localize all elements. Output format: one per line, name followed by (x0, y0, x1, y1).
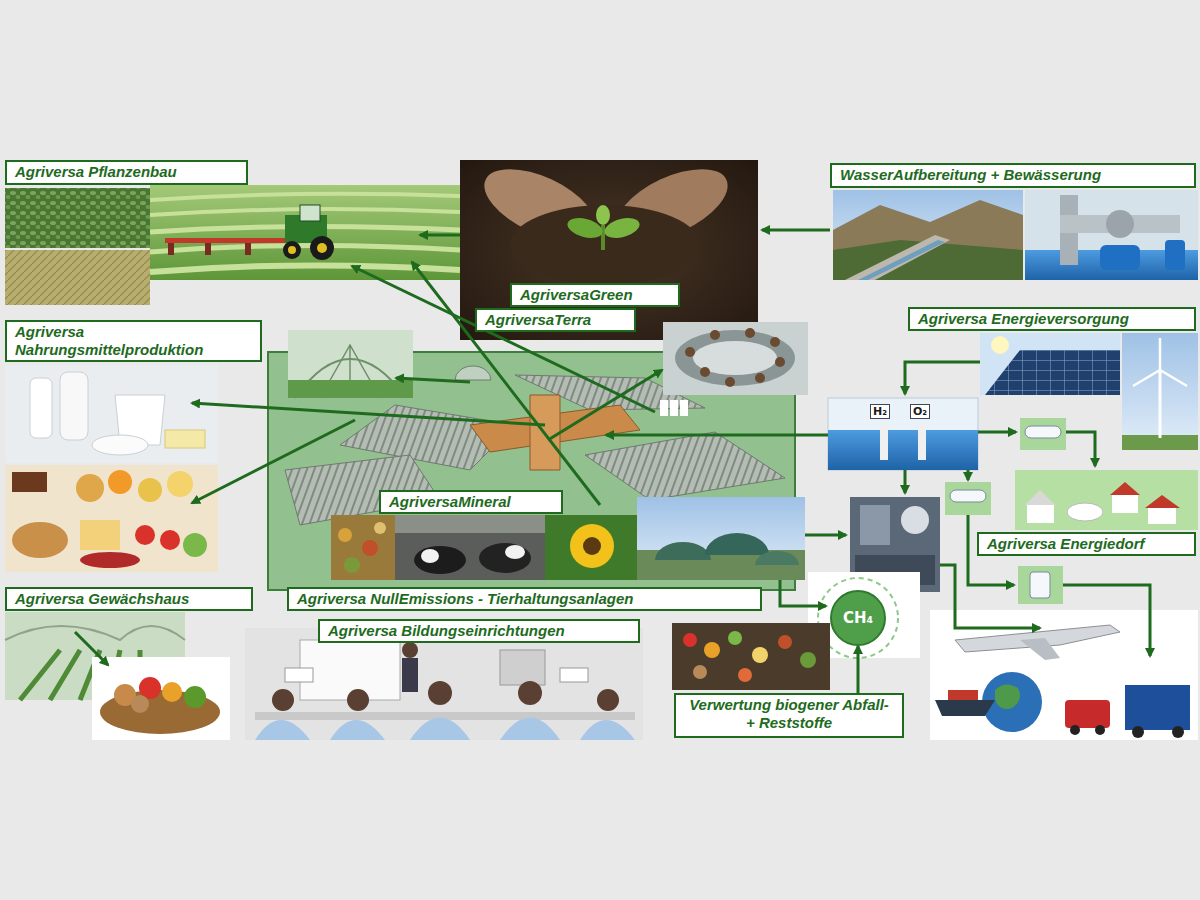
label-text: CH₄ (843, 609, 873, 627)
electrode-label: O₂ (910, 404, 930, 419)
facility-region: Agriversa NullEmissions - Tierhaltungsan… (268, 352, 795, 614)
region-title: Agriversa NullEmissions - Tierhaltungsan… (287, 587, 762, 611)
section-label: Verwertung biogener Abfall- + Reststoffe (674, 693, 904, 738)
flow-arrow (857, 646, 860, 693)
section-label: Agriversa Gewächshaus (5, 587, 253, 611)
section-label: Agriversa Pflanzenbau (5, 160, 248, 185)
label-text: AgriversaTerra (485, 311, 591, 328)
electrode-label: H₂ (870, 404, 890, 419)
label-text: Agriversa Energieversorgung (918, 310, 1129, 327)
section-label: Agriversa Energiedorf (977, 532, 1196, 556)
methane-circle: CH₄ (830, 590, 886, 646)
label-text: Agriversa Energiedorf (987, 535, 1145, 552)
section-label: Agriversa Energieversorgung (908, 307, 1196, 331)
label-text: Verwertung biogener Abfall- + Reststoffe (689, 696, 889, 731)
section-label: Agriversa Nahrungsmittelproduktion (5, 320, 262, 362)
label-text: AgriversaMineral (389, 493, 511, 510)
section-label: WasserAufbereitung + Bewässerung (830, 163, 1196, 188)
label-text: WasserAufbereitung + Bewässerung (840, 166, 1101, 183)
label-text: Agriversa Bildungseinrichtungen (328, 622, 565, 639)
section-label: AgriversaTerra (475, 308, 636, 332)
label-text: AgriversaGreen (520, 286, 633, 303)
section-label: AgriversaGreen (510, 283, 680, 307)
section-label: Agriversa Bildungseinrichtungen (318, 619, 640, 643)
label-text: Agriversa Nahrungsmittelproduktion (15, 323, 203, 358)
label-text: Agriversa Pflanzenbau (15, 163, 177, 180)
label-text: Agriversa Gewächshaus (15, 590, 189, 607)
section-label: AgriversaMineral (379, 490, 563, 514)
